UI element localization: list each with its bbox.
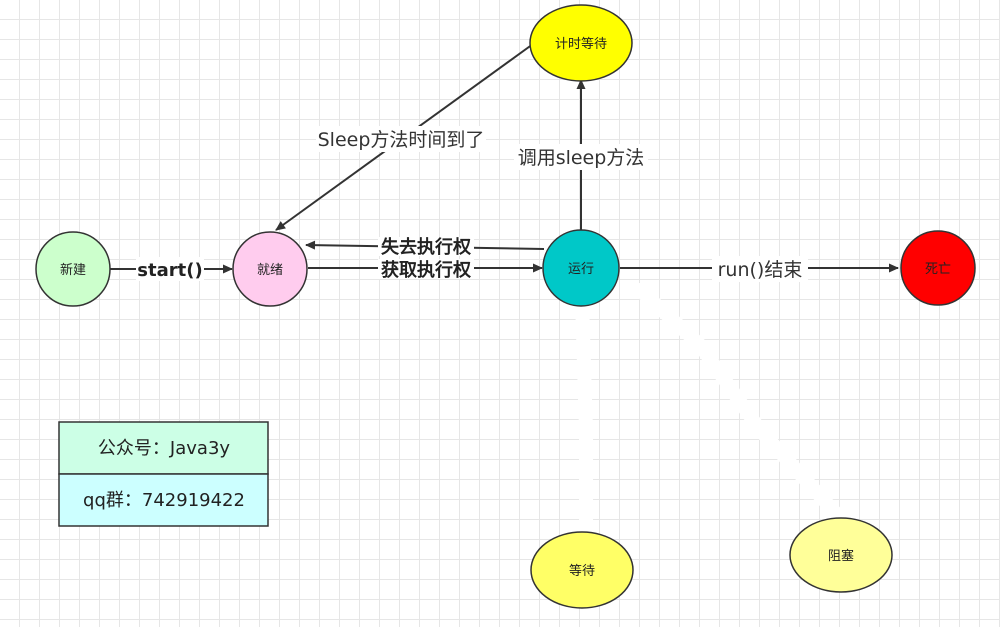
gain-cpu-label-bg [378, 259, 474, 279]
run-end-label-bg [712, 256, 808, 282]
info-box-bottom [58, 473, 269, 527]
node-waiting[interactable]: 等待 [530, 531, 634, 609]
info-box: 公众号：Java3y qq群：742919422 [58, 421, 269, 527]
node-blocked[interactable]: 阻塞 [789, 517, 893, 593]
node-waiting-label: 等待 [569, 563, 595, 579]
node-ready-label: 就绪 [257, 263, 283, 278]
node-running-shape [542, 229, 620, 307]
start-label: start() [137, 260, 202, 281]
node-blocked-shape [789, 517, 893, 593]
run-end-label: run()结束 [718, 259, 803, 281]
node-running-label: 运行 [568, 262, 594, 277]
gain-cpu-label: 获取执行权 [381, 259, 472, 281]
node-new[interactable]: 新建 [35, 231, 111, 307]
start-label-bg [136, 257, 204, 281]
node-ready-shape [232, 231, 308, 307]
nodes: 新建 就绪 运行 死亡 计时等待 等待 阻塞 [35, 4, 976, 609]
node-dead-shape [900, 230, 976, 306]
node-timed-waiting[interactable]: 计时等待 [529, 4, 633, 82]
info-wechat: 公众号：Java3y [98, 438, 230, 459]
sleep-timeout-label: Sleep方法时间到了 [318, 129, 485, 151]
node-new-label: 新建 [60, 262, 86, 278]
edge-labels: start() 失去执行权 获取执行权 run()结束 调用sleep方法 Sl… [136, 126, 808, 282]
erased-connector-blocked [633, 283, 849, 527]
info-qq: qq群：742919422 [83, 490, 245, 511]
call-sleep-label: 调用sleep方法 [518, 147, 645, 169]
node-ready[interactable]: 就绪 [232, 231, 308, 307]
lose-cpu-label: 失去执行权 [381, 236, 472, 258]
lose-cpu-label-bg [378, 237, 474, 256]
node-timed-waiting-label: 计时等待 [555, 36, 607, 52]
node-running[interactable]: 运行 [542, 229, 620, 307]
node-new-shape [35, 231, 111, 307]
sleep-timeout-label-bg [316, 126, 486, 152]
call-sleep-label-bg [514, 144, 648, 170]
node-waiting-shape [530, 531, 634, 609]
node-timed-waiting-shape [529, 4, 633, 82]
node-dead-label: 死亡 [925, 262, 951, 277]
erased-connector-waiting [575, 293, 593, 537]
node-dead[interactable]: 死亡 [900, 230, 976, 306]
node-blocked-label: 阻塞 [828, 548, 854, 564]
